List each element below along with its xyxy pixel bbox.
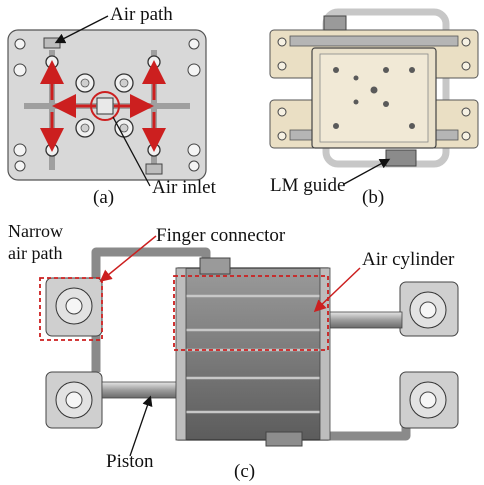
piston-rod-right [319, 311, 403, 329]
air-cylinder-leader [313, 267, 361, 313]
end-pad-bottom-right [399, 371, 459, 429]
label-narrow: Narrow [8, 221, 63, 241]
narrow-air-path-highlight [39, 277, 103, 341]
label-air-inlet: Air inlet [152, 177, 216, 198]
caption-c: (c) [234, 461, 256, 482]
end-pad-top-left [45, 277, 103, 337]
caption-a: (a) [93, 187, 115, 208]
piston-rod-left [101, 381, 181, 399]
label-lm-guide: LM guide [270, 175, 346, 196]
panel-b-lm-guide-assembly [269, 8, 479, 168]
air-flow-arrows [40, 60, 166, 152]
air-inlet-circle [90, 91, 120, 121]
piston-leader [129, 395, 153, 457]
label-air-path-narrow: air path [8, 243, 63, 263]
cylinder-body [177, 267, 329, 441]
caption-b: (b) [362, 187, 385, 208]
air-cylinder-highlight [173, 275, 329, 351]
panel-a-manifold-plate [7, 29, 207, 181]
air-inlet-leader [112, 116, 151, 187]
air-path-leader [54, 15, 109, 44]
panel-c-air-cylinder-assembly [39, 247, 459, 447]
label-air-cylinder: Air cylinder [362, 249, 455, 270]
label-finger-connector: Finger connector [156, 225, 286, 246]
end-pad-bottom-left [45, 371, 103, 429]
end-pad-top-right [399, 281, 459, 337]
label-piston: Piston [106, 451, 154, 472]
lm-guide-leader [343, 158, 391, 185]
finger-connector-leader [99, 235, 157, 282]
label-air-path: Air path [110, 4, 173, 25]
